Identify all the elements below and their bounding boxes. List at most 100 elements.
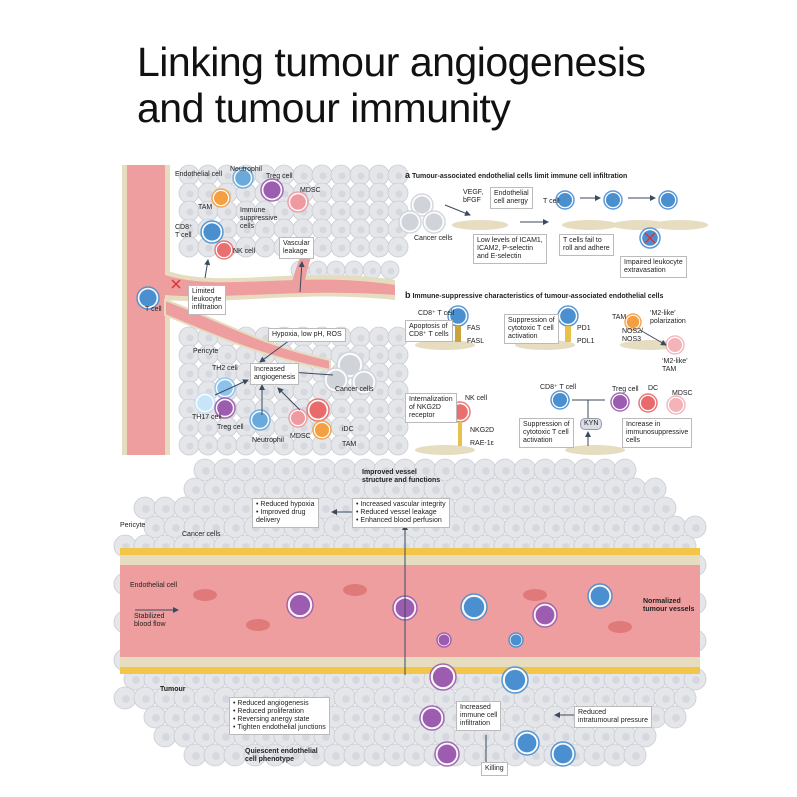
tumour-cell-nucleus xyxy=(592,524,600,532)
t-cell xyxy=(660,192,676,208)
tumour-cell-nucleus xyxy=(243,226,251,234)
tumour-cell-nucleus xyxy=(376,370,384,378)
tumour-cell-nucleus xyxy=(432,486,440,494)
tumour-cell-nucleus xyxy=(205,208,213,216)
figure-title-line1: Linking tumour angiogenesis xyxy=(137,39,646,85)
tumour-cell-nucleus xyxy=(352,714,360,722)
tumour-cell-nucleus xyxy=(338,190,346,198)
red-blood-cell xyxy=(246,619,270,631)
box-reduced-hypoxia: • Reduced hypoxia• Improved drug deliver… xyxy=(252,498,319,528)
tumour-cell-nucleus xyxy=(472,524,480,532)
tumour-cell-nucleus xyxy=(242,733,250,741)
tumour-cell-nucleus xyxy=(422,467,430,475)
label-killing: Killing xyxy=(481,762,508,776)
arrow xyxy=(277,387,301,411)
tumour-cell-nucleus xyxy=(352,486,360,494)
tumour-cell-nucleus xyxy=(362,695,370,703)
label-tam: TAM xyxy=(198,204,213,211)
arrow xyxy=(204,259,211,279)
tumour-cell-nucleus xyxy=(333,267,341,275)
tumour-cell-nucleus xyxy=(382,733,390,741)
tumour-cell-nucleus xyxy=(300,172,308,180)
tumour-cell-nucleus xyxy=(312,486,320,494)
tumour-cell-nucleus xyxy=(212,524,220,532)
label-th17: TH17 cell xyxy=(192,414,222,421)
tumour-cell-nucleus xyxy=(392,486,400,494)
tumour-cell-nucleus xyxy=(172,714,180,722)
tumour-cell-nucleus xyxy=(512,486,520,494)
tumour-cell-nucleus xyxy=(642,695,650,703)
label-mdsc-bottom: MDSC xyxy=(290,433,311,440)
tumour-cell-nucleus xyxy=(602,695,610,703)
tumour-cell-nucleus xyxy=(612,486,620,494)
tumour-cell-nucleus xyxy=(212,676,220,684)
arrow xyxy=(214,379,249,396)
tumour-cell-nucleus xyxy=(395,244,403,252)
blocked-x-icon xyxy=(171,279,181,289)
tumour-cell-nucleus xyxy=(319,190,327,198)
box-quiescent: • Reduced angiogenesis• Reduced prolifer… xyxy=(229,697,330,735)
treg-cell xyxy=(612,394,628,410)
tumour-cell-nucleus xyxy=(182,505,190,513)
tumour-cell-nucleus xyxy=(224,208,232,216)
label-nk-cell: NK cell xyxy=(233,248,256,255)
panel-b-heading: b Immune-suppressive characteristics of … xyxy=(405,290,664,300)
tumour-cell-nucleus xyxy=(232,486,240,494)
tumour-cell-nucleus xyxy=(192,486,200,494)
tumour-cell-nucleus xyxy=(319,244,327,252)
tumour-cell-nucleus xyxy=(572,486,580,494)
blocked-x-icon xyxy=(644,232,656,244)
label-th2: TH2 cell xyxy=(212,365,238,372)
label-nk-cell-b: NK cell xyxy=(465,395,488,402)
cancer-cell xyxy=(401,213,419,231)
tumour-cell-nucleus xyxy=(272,486,280,494)
tumour-cell-nucleus xyxy=(612,676,620,684)
tumour-cell-nucleus xyxy=(262,244,270,252)
tumour-cell-nucleus xyxy=(319,226,327,234)
t-cell xyxy=(590,586,610,606)
tumour-cell-nucleus xyxy=(262,467,270,475)
tumour-cell-nucleus xyxy=(357,208,365,216)
tumour-cell-nucleus xyxy=(387,267,395,275)
tumour-cell-nucleus xyxy=(224,352,232,360)
tumour-cell-nucleus xyxy=(442,733,450,741)
tumour-cell-nucleus xyxy=(205,424,213,432)
tumour-cell-nucleus xyxy=(172,676,180,684)
mdsc xyxy=(290,410,306,426)
tumour-cell-nucleus xyxy=(492,752,500,760)
tumour-cell-nucleus xyxy=(482,695,490,703)
tumour-cell-nucleus xyxy=(332,486,340,494)
tumour-cell-nucleus xyxy=(362,467,370,475)
tumour-cell-nucleus xyxy=(612,524,620,532)
tumour-cell-nucleus xyxy=(462,695,470,703)
tumour-cell-nucleus xyxy=(319,208,327,216)
tumour-cell-nucleus xyxy=(662,695,670,703)
tumour-cell-nucleus xyxy=(243,352,251,360)
pericyte-layer-bottom xyxy=(120,667,700,674)
tumour-cell-nucleus xyxy=(472,486,480,494)
label-treg-b: Treg cell xyxy=(612,386,639,393)
t-cell xyxy=(557,192,573,208)
tumour-cell-nucleus xyxy=(202,505,210,513)
tumour-cell-nucleus xyxy=(632,524,640,532)
label-pdl1: PDL1 xyxy=(577,338,595,345)
tumour-cell-nucleus xyxy=(392,714,400,722)
tumour-cell-nucleus xyxy=(652,714,660,722)
label-t-cell-a: T cell xyxy=(543,198,560,205)
label-nos: NOS2/NOS3 xyxy=(622,328,644,343)
tumour-cell-nucleus xyxy=(395,370,403,378)
tumour-cell-nucleus xyxy=(376,244,384,252)
tumour-cell-nucleus xyxy=(642,733,650,741)
tumour-cell-nucleus xyxy=(492,486,500,494)
tumour-cell-nucleus xyxy=(376,208,384,216)
tumour-cell-nucleus xyxy=(502,505,510,513)
tumour-cell-nucleus xyxy=(243,442,251,450)
box-vascular-integrity: • Increased vascular integrity• Reduced … xyxy=(352,498,450,528)
fas-fasl-receptor xyxy=(455,326,461,342)
label-tam-bottom: TAM xyxy=(342,441,357,448)
tumour-cell-nucleus xyxy=(376,352,384,360)
tumour-cell-nucleus xyxy=(622,695,630,703)
t-cell xyxy=(553,744,573,764)
